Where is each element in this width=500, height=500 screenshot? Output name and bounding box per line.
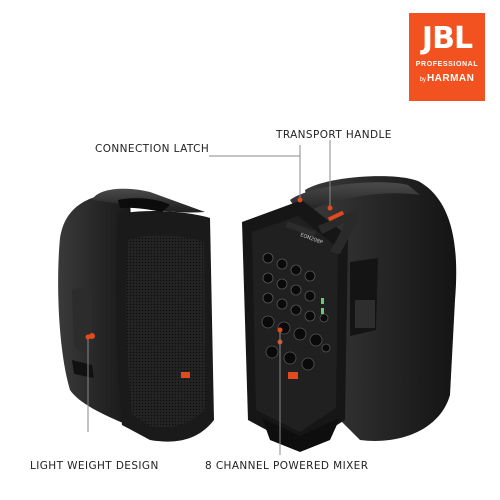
right-speaker [242, 176, 457, 452]
logo-harman: HARMAN [426, 73, 475, 84]
logo-parent: byHARMAN [409, 73, 485, 84]
latch-marker [297, 197, 303, 203]
callout-connection-latch: CONNECTION LATCH [95, 143, 210, 155]
callout-light-weight: LIGHT WEIGHT DESIGN [30, 460, 159, 472]
logo-brand: JBL [421, 21, 473, 56]
callout-transport-handle: TRANSPORT HANDLE [276, 129, 392, 141]
logo-by: by [419, 77, 426, 83]
left-speaker [58, 188, 214, 442]
callout-mixer: 8 CHANNEL POWERED MIXER [205, 460, 369, 472]
logo-line: PROFESSIONAL [415, 61, 479, 68]
mixer-marker [277, 327, 283, 333]
handle-marker [327, 205, 333, 211]
jbl-logo: JBL PROFESSIONAL byHARMAN [409, 13, 485, 101]
callout-lines [87, 140, 331, 455]
weight-marker [85, 334, 91, 340]
